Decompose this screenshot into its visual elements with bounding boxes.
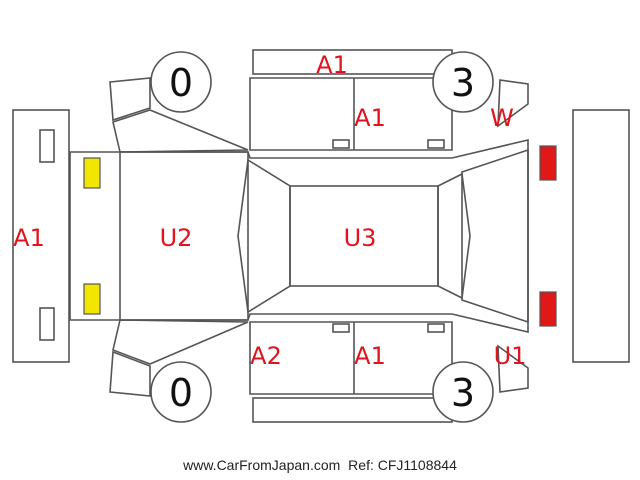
trunk [461, 148, 529, 324]
car-body-top-view [69, 138, 529, 334]
label-front-door-bottom: A1 [354, 342, 386, 370]
front-bumper-slot-bottom [39, 307, 55, 341]
windshield [237, 158, 291, 314]
hood [119, 151, 249, 321]
rear-right-light-marker [539, 291, 557, 327]
label-rear-door-bottom: A2 [250, 342, 282, 370]
label-front-left-door: A1 [354, 104, 386, 132]
label-roof: U3 [344, 224, 377, 252]
rear-bottom-fender [497, 344, 529, 393]
wheel-score-rear-bottom: 3 [451, 371, 475, 415]
footer-site: www.CarFromJapan.com [183, 457, 341, 473]
top-doors [249, 77, 453, 151]
front-left-light-marker [83, 157, 101, 189]
wheel-front-bottom [150, 361, 212, 423]
footer-ref: Ref: CFJ1108844 [348, 457, 457, 473]
label-front-bumper: A1 [13, 224, 45, 252]
wheel-rear-top [432, 51, 494, 113]
wheel-score-rear-top: 3 [451, 61, 475, 105]
label-rear-bottom: U1 [494, 342, 527, 370]
wheel-score-front-bottom: 0 [169, 371, 193, 415]
front-top-fender [109, 77, 151, 122]
wheel-front-top [150, 51, 212, 113]
footer-reference: www.CarFromJapan.com Ref: CFJ1108844 [0, 457, 640, 473]
rear-top-fender [497, 79, 529, 128]
top-side-strip [252, 49, 453, 75]
wheel-score-front-top: 0 [169, 61, 193, 105]
rear-bumper-bar [572, 109, 630, 363]
front-bumper-slot-top [39, 129, 55, 163]
bottom-side-strip [252, 397, 453, 423]
wheel-rear-bottom [432, 361, 494, 423]
label-top-panel: A1 [316, 51, 348, 79]
rear-window [437, 172, 471, 300]
front-bottom-fender [109, 350, 151, 397]
front-top-fender-lower [112, 109, 249, 153]
front-bottom-fender-upper [112, 319, 249, 365]
front-right-light-marker [83, 283, 101, 315]
label-front-floor: U2 [160, 224, 193, 252]
rear-left-light-marker [539, 145, 557, 181]
label-rear-top: W [490, 104, 514, 132]
